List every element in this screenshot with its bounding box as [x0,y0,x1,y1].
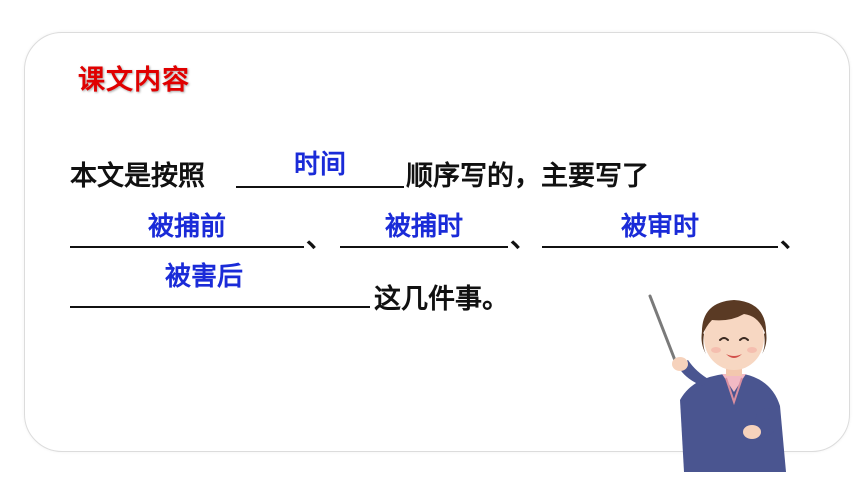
answer-blank-1: 时间 [293,150,346,180]
section-title: 课文内容 [78,65,190,96]
separator-1: 、 [306,223,333,254]
separator-2: 、 [510,223,537,254]
answer-blank-5: 被害后 [164,262,243,292]
answer-blank-4: 被审时 [620,212,699,242]
blank-1-line [236,186,404,188]
sentence-part-3: 这几件事。 [374,284,509,315]
separator-3: 、 [780,223,807,254]
sentence-part-1: 本文是按照 [70,161,205,192]
blank-4-line [542,246,778,248]
answer-blank-3: 被捕时 [384,212,463,242]
teacher-illustration [648,294,786,472]
blank-3-line [340,246,508,248]
blank-2-line [70,246,304,248]
sentence-part-2: 顺序写的，主要写了 [406,161,649,192]
blank-5-line [70,306,370,308]
answer-blank-2: 被捕前 [147,212,226,242]
